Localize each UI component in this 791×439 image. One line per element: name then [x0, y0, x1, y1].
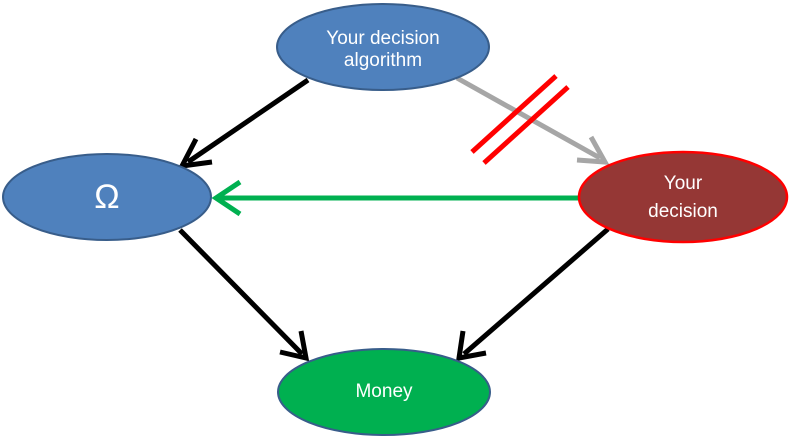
node-label: algorithm — [344, 50, 422, 71]
cross-out-stroke — [482, 85, 570, 165]
arrowhead-icon — [576, 135, 610, 165]
arrowhead-icon — [211, 179, 242, 217]
arrowhead-icon — [177, 137, 213, 170]
cross-out-stroke — [470, 74, 558, 154]
node-omega: Ω — [2, 153, 212, 241]
edge-line — [178, 228, 304, 356]
cross-out-mark — [470, 74, 570, 165]
node-label: decision — [648, 201, 718, 222]
node-label: Money — [355, 381, 413, 402]
node-decision: Your decision — [577, 150, 789, 244]
node-shape — [2, 153, 212, 241]
edge-decision-to-money — [456, 227, 610, 362]
edges — [177, 74, 610, 362]
edge-line — [186, 77, 310, 165]
node-shape — [276, 3, 490, 91]
node-algorithm: Your decision algorithm — [276, 3, 490, 91]
node-label: Your — [664, 173, 703, 194]
edge-line — [455, 75, 602, 161]
node-label: Ω — [94, 178, 119, 216]
edge-line — [462, 227, 610, 356]
edge-decision-to-omega — [211, 179, 580, 217]
node-shape — [577, 150, 789, 244]
arrowhead-icon — [456, 330, 487, 362]
edge-omega-to-money — [178, 228, 310, 362]
node-label: Your decision — [326, 28, 439, 49]
node-shape — [277, 348, 491, 436]
arrowhead-icon — [279, 330, 310, 362]
node-money: Money — [277, 348, 491, 436]
edge-algorithm-to-decision — [455, 74, 610, 165]
edge-algorithm-to-omega — [177, 77, 310, 170]
